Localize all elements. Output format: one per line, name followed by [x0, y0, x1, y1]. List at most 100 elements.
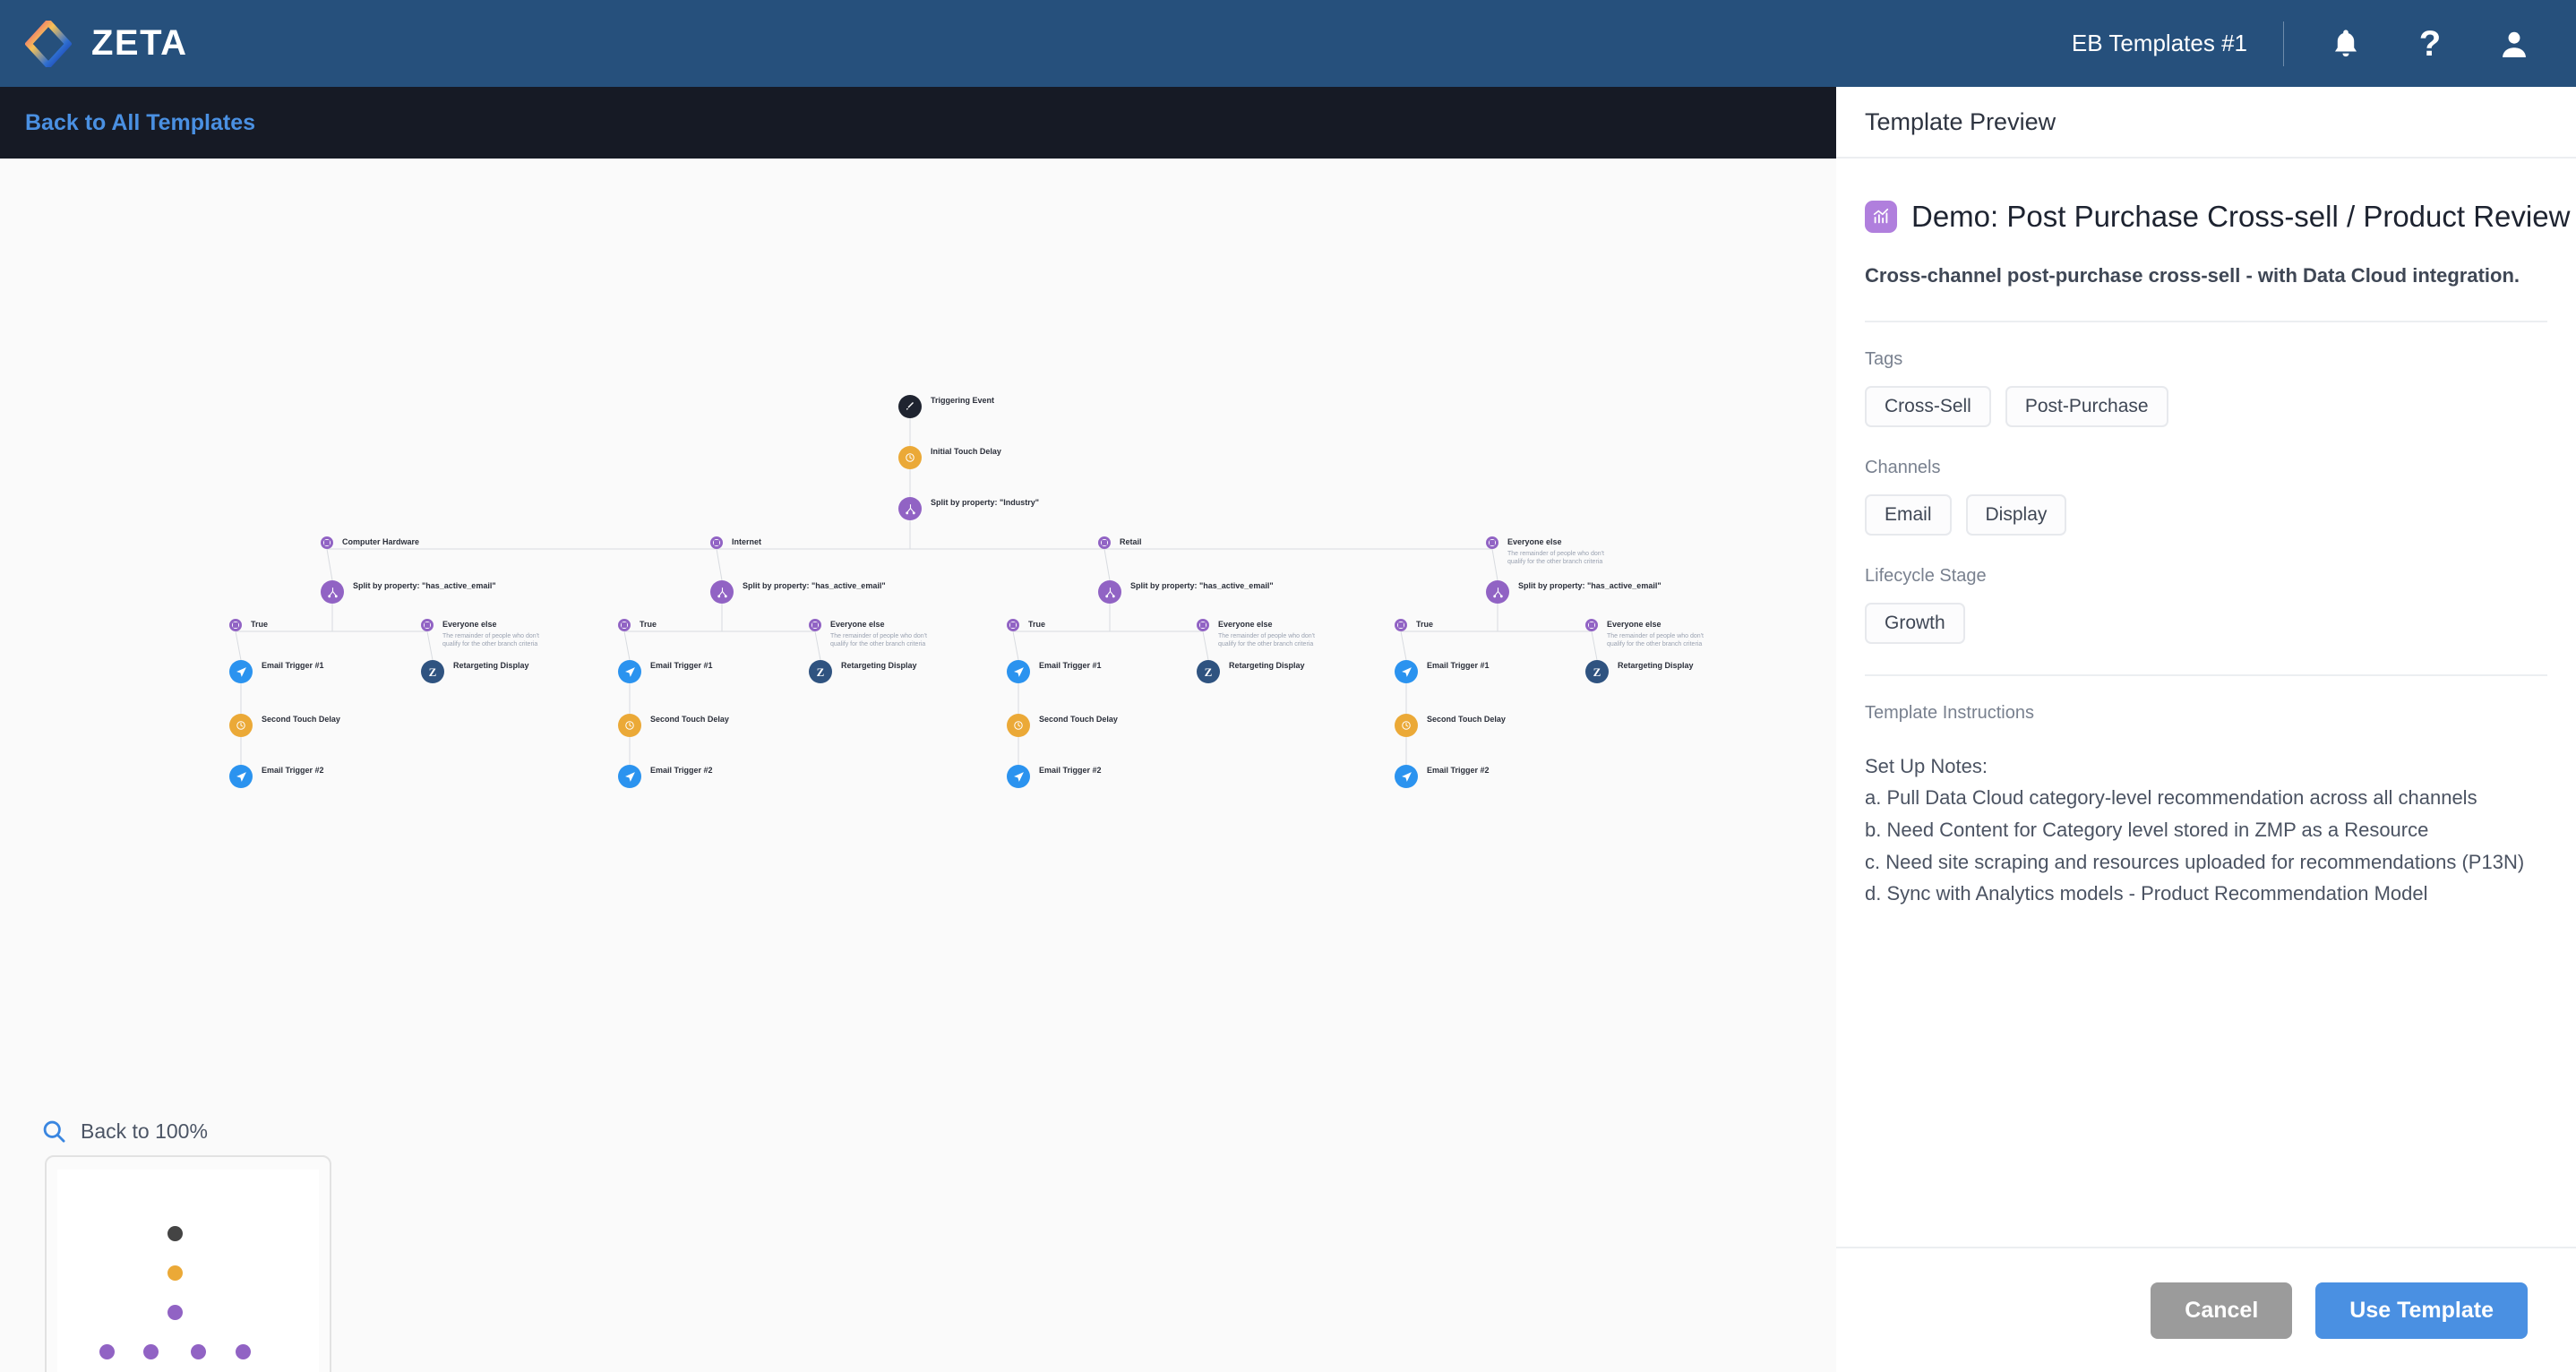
flow-node-sublabel: The remainder of people who don't qualif…	[442, 632, 539, 648]
tag-chip[interactable]: Cross-Sell	[1865, 385, 1991, 427]
back-to-all-templates-link[interactable]: Back to All Templates	[25, 109, 256, 135]
flow-node-delay[interactable]: Second Touch Delay	[618, 714, 729, 737]
minimap-node-dot	[167, 1265, 183, 1281]
flow-node-branch[interactable]: True	[1007, 619, 1045, 631]
flow-node-texts: Second Touch Delay	[650, 714, 729, 725]
flow-node-label: Second Touch Delay	[650, 715, 729, 724]
flow-node-display[interactable]: Z Retargeting Display	[1197, 660, 1305, 683]
minimap-viewport	[57, 1170, 319, 1372]
flow-node-email[interactable]: Email Trigger #1	[1007, 660, 1102, 683]
flow-node-email[interactable]: Email Trigger #2	[618, 765, 713, 788]
help-icon[interactable]: ?	[2418, 23, 2442, 64]
branch-node-icon	[1395, 619, 1407, 631]
panel-footer: Cancel Use Template	[1836, 1247, 2576, 1372]
tag-chip[interactable]: Post-Purchase	[2005, 385, 2168, 427]
flow-node-label: Internet	[732, 537, 762, 546]
flow-node-label: True	[1028, 620, 1046, 629]
flow-node-branch[interactable]: Internet	[710, 536, 761, 549]
branch-node-icon	[229, 619, 242, 631]
display-node-icon: Z	[1197, 660, 1220, 683]
flow-node-split[interactable]: Split by property: "has_active_email"	[710, 580, 886, 604]
template-description: Cross-channel post-purchase cross-sell -…	[1865, 264, 2520, 287]
flow-node-delay[interactable]: Second Touch Delay	[1395, 714, 1506, 737]
flow-node-split[interactable]: Split by property: "has_active_email"	[321, 580, 496, 604]
flow-node-email[interactable]: Email Trigger #2	[229, 765, 324, 788]
flow-node-email[interactable]: Email Trigger #1	[1395, 660, 1490, 683]
flow-node-label: Retargeting Display	[453, 661, 529, 670]
flow-node-texts: Retargeting Display	[841, 660, 917, 671]
flow-node-email[interactable]: Email Trigger #1	[229, 660, 324, 683]
split-node-icon	[898, 497, 922, 520]
flow-node-display[interactable]: Z Retargeting Display	[809, 660, 917, 683]
flow-node-texts: Retargeting Display	[1229, 660, 1305, 671]
flow-node-delay[interactable]: Initial Touch Delay	[898, 446, 1001, 469]
flow-node-split[interactable]: Split by property: "Industry"	[898, 497, 1039, 520]
panel-header: Template Preview	[1836, 87, 2576, 159]
cancel-button[interactable]: Cancel	[2151, 1282, 2293, 1339]
email-node-icon	[618, 660, 641, 683]
flow-node-display[interactable]: Z Retargeting Display	[1585, 660, 1694, 683]
flow-node-sublabel: The remainder of people who don't qualif…	[830, 632, 927, 648]
flow-node-label: Everyone else	[830, 620, 885, 629]
account-name[interactable]: EB Templates #1	[2071, 30, 2247, 56]
minimap-node-dot	[190, 1344, 206, 1360]
flow-node-email[interactable]: Email Trigger #2	[1007, 765, 1102, 788]
flow-node-branch[interactable]: True	[1395, 619, 1433, 631]
flow-node-delay[interactable]: Second Touch Delay	[1007, 714, 1118, 737]
branch-node-icon	[618, 619, 631, 631]
flow-node-branch[interactable]: True	[229, 619, 268, 631]
flow-node-split[interactable]: Split by property: "has_active_email"	[1486, 580, 1662, 604]
brand[interactable]: ZETA	[0, 20, 187, 67]
flow-node-texts: True	[1028, 619, 1045, 630]
minimap[interactable]	[45, 1155, 331, 1372]
flow-node-label: Initial Touch Delay	[931, 447, 1001, 456]
zoom-reset-control[interactable]: Back to 100%	[41, 1119, 208, 1144]
flow-node-label: Split by property: "has_active_email"	[743, 581, 886, 590]
delay-node-icon	[618, 714, 641, 737]
email-node-icon	[229, 765, 253, 788]
display-node-icon: Z	[1585, 660, 1609, 683]
channel-chip[interactable]: Email	[1865, 493, 1952, 536]
flow-node-texts: True	[640, 619, 657, 630]
template-title-row: Demo: Post Purchase Cross-sell / Product…	[1865, 200, 2570, 234]
flow-node-branch[interactable]: Computer Hardware	[321, 536, 419, 549]
lifecycle-chip[interactable]: Growth	[1865, 602, 1965, 644]
bell-icon[interactable]	[2322, 20, 2370, 68]
flow-node-texts: Retargeting Display	[1618, 660, 1694, 671]
use-template-button[interactable]: Use Template	[2315, 1282, 2528, 1339]
flow-node-texts: Internet	[732, 536, 761, 547]
flow-node-delay[interactable]: Second Touch Delay	[229, 714, 340, 737]
split-node-icon	[710, 580, 734, 604]
tags-label: Tags	[1865, 348, 1903, 369]
flow-node-texts: Initial Touch Delay	[931, 446, 1001, 457]
flow-node-texts: True	[1416, 619, 1433, 630]
flow-node-split[interactable]: Split by property: "has_active_email"	[1098, 580, 1274, 604]
flow-node-sublabel: The remainder of people who don't qualif…	[1507, 550, 1604, 566]
flow-node-label: Split by property: "has_active_email"	[1518, 581, 1662, 590]
divider-bottom	[1865, 673, 2547, 676]
flow-node-label: Split by property: "has_active_email"	[1130, 581, 1274, 590]
email-node-icon	[229, 660, 253, 683]
flow-node-branch[interactable]: Retail	[1098, 536, 1142, 549]
flow-node-branch[interactable]: True	[618, 619, 657, 631]
flow-node-texts: Split by property: "has_active_email"	[743, 580, 886, 591]
channels-chip-group: Email Display	[1865, 493, 2547, 536]
channel-chip[interactable]: Display	[1965, 493, 2067, 536]
delay-node-icon	[229, 714, 253, 737]
user-avatar-icon[interactable]	[2490, 20, 2538, 68]
flow-node-email[interactable]: Email Trigger #1	[618, 660, 713, 683]
display-node-icon: Z	[809, 660, 832, 683]
flow-node-texts: Email Trigger #2	[650, 765, 713, 776]
flow-node-trigger[interactable]: Triggering Event	[898, 395, 994, 418]
flow-node-email[interactable]: Email Trigger #2	[1395, 765, 1490, 788]
email-node-icon	[1007, 765, 1030, 788]
flow-node-label: Second Touch Delay	[1427, 715, 1506, 724]
